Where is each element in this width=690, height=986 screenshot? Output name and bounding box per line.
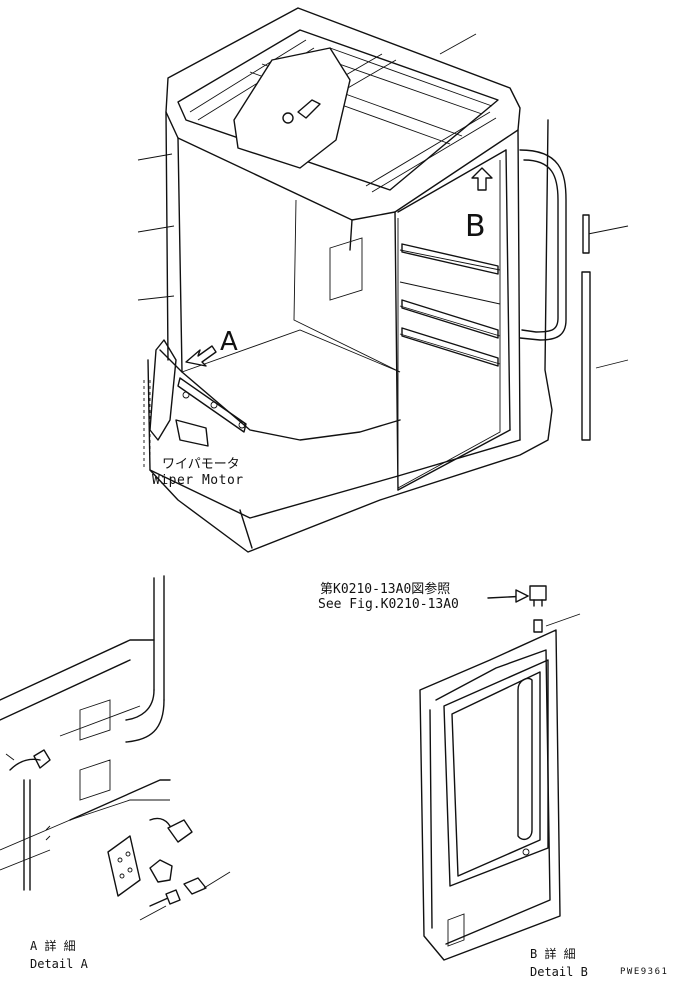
view-a-label: A <box>220 327 238 357</box>
detail-a-label-jp: A 詳 細 <box>30 938 76 953</box>
see-figure-label-jp: 第K0210-13A0図参照 <box>320 581 450 597</box>
detail-a-label-en: Detail A <box>30 957 89 971</box>
view-b-arrow-icon <box>471 167 493 191</box>
detail-a-drawing <box>0 575 231 921</box>
see-figure-label-en: See Fig.K0210-13A0 <box>318 597 459 612</box>
wiper-motor-label-jp: ワイパモータ <box>162 457 240 472</box>
detail-b-label-en: Detail B <box>530 965 588 979</box>
detail-b-label-jp: B 詳 細 <box>530 946 576 961</box>
leader-lines-top <box>137 33 629 369</box>
detail-b-drawing <box>419 585 581 961</box>
operator-cab <box>143 7 567 553</box>
drawing-code: PWE9361 <box>620 967 668 977</box>
wiper-motor-label-en: Wiper Motor <box>152 473 244 488</box>
view-b-label: B <box>465 209 486 244</box>
view-a-arrow-icon <box>185 345 217 367</box>
weatherstrip-parts <box>581 214 591 441</box>
